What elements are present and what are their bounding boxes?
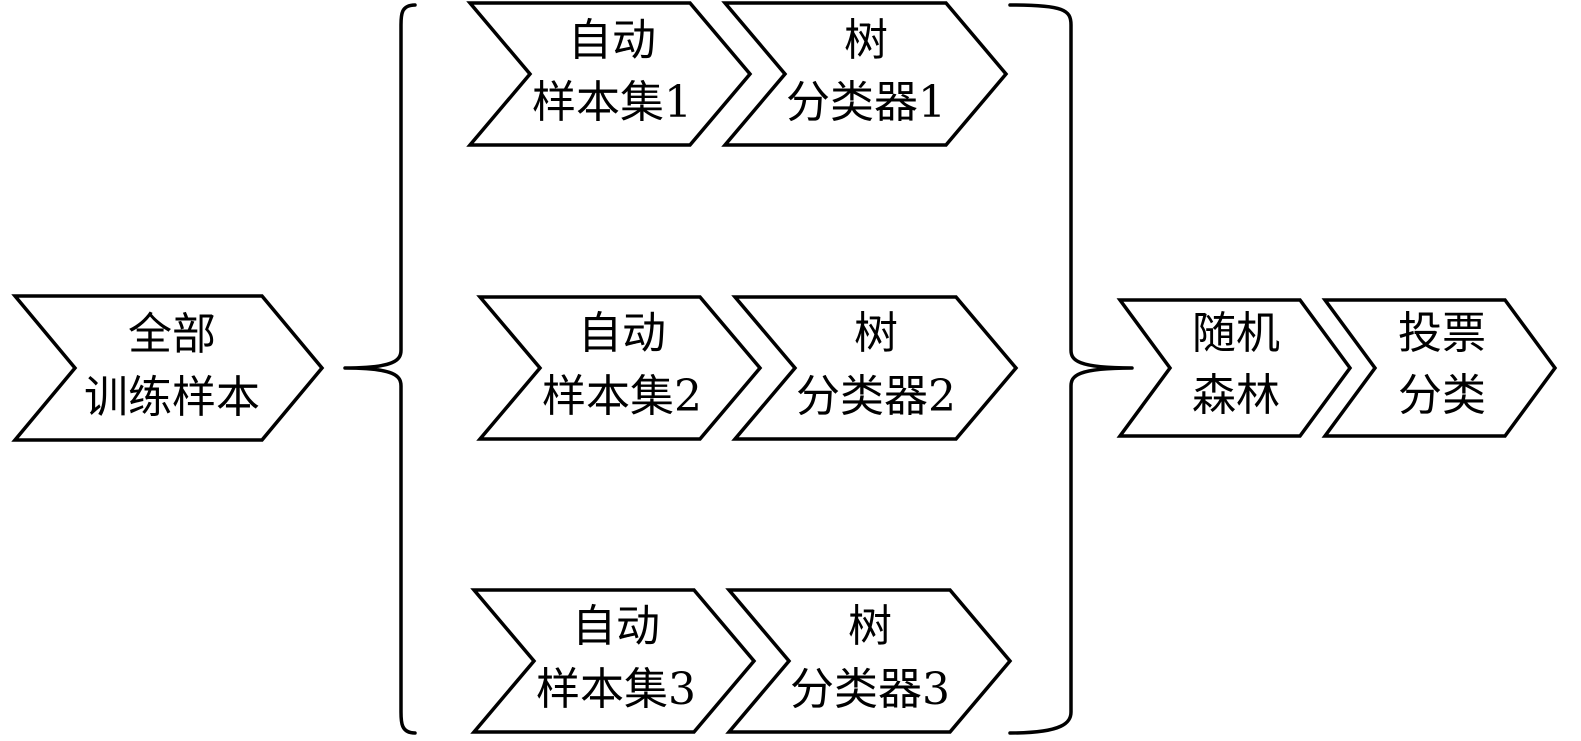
label-sample-3-line2: 样本集3	[536, 664, 696, 715]
label-sample-1-line1: 自动	[568, 15, 656, 66]
label-tree-3-line2: 分类器3	[790, 664, 950, 715]
label-source-line1: 全部	[128, 309, 216, 360]
label-tree-2-line1: 树	[854, 308, 898, 359]
chevron-random-forest: 随机 森林	[1116, 298, 1353, 438]
chevron-tree-classifier-1: 树 分类器1	[721, 1, 1009, 147]
label-tree-1-line1: 树	[844, 15, 888, 66]
label-tree-2-line2: 分类器2	[796, 371, 956, 422]
label-sample-3-line1: 自动	[572, 601, 660, 652]
chevron-auto-sample-set-3: 自动 样本集3	[470, 588, 757, 734]
label-sample-2-line1: 自动	[578, 308, 666, 359]
label-source-line2: 训练样本	[84, 372, 260, 423]
chevron-auto-sample-set-1: 自动 样本集1	[466, 1, 753, 147]
chevron-vote-classification: 投票 分类	[1321, 298, 1558, 438]
label-sample-2-line2: 样本集2	[542, 371, 702, 422]
label-tree-1-line2: 分类器1	[786, 77, 946, 128]
right-brace	[1008, 3, 1134, 735]
label-forest-line1: 随机	[1192, 308, 1280, 359]
left-brace	[343, 3, 417, 735]
label-vote-line2: 分类	[1398, 370, 1486, 421]
chevron-auto-sample-set-2: 自动 样本集2	[476, 295, 763, 441]
chevron-tree-classifier-3: 树 分类器3	[725, 588, 1013, 734]
label-tree-3-line1: 树	[848, 601, 892, 652]
label-sample-1-line2: 样本集1	[532, 77, 692, 128]
chevron-full-training-samples: 全部 训练样本	[11, 294, 325, 442]
label-vote-line1: 投票	[1398, 308, 1486, 359]
chevron-tree-classifier-2: 树 分类器2	[731, 295, 1019, 441]
label-forest-line2: 森林	[1192, 370, 1280, 421]
